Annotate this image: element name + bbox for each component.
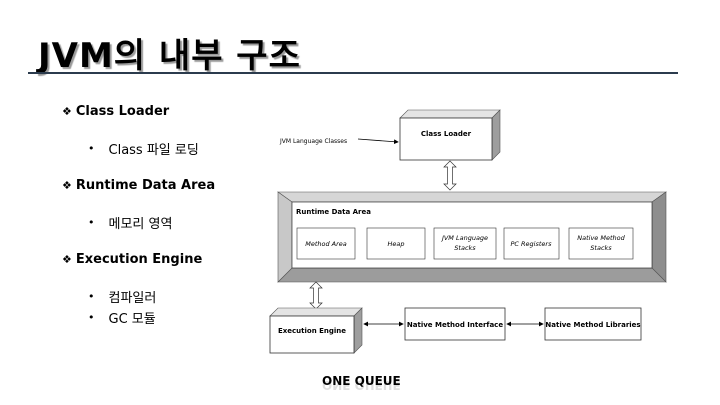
runtime-data-area-label: Runtime Data Area [296,208,371,216]
input-arrow [357,138,399,145]
svg-text:JVM Language: JVM Language [440,234,488,242]
jvm-language-classes-label: JVM Language Classes [279,138,347,145]
native-method-libraries-label: Native Method Libraries [545,321,640,329]
diamond-bullet-icon: ❖ [62,105,72,118]
title-divider [28,72,678,74]
diamond-bullet-icon: ❖ [62,253,72,266]
double-arrow-icon [443,160,457,191]
dot-bullet-icon: • [88,216,95,229]
dot-bullet-icon: • [88,311,95,324]
bullet-list: ❖ Class Loader • Class 파일 로딩 ❖ Runtime D… [62,104,272,347]
native-method-libraries-box: Native Method Libraries [544,307,642,341]
svg-text:PC Registers: PC Registers [511,240,553,248]
memory-cell-native-method-stacks: Native Method Stacks [568,227,634,260]
bullet-item: • Class 파일 로딩 [88,142,199,158]
section-heading-execution-engine: ❖ Execution Engine [62,252,203,267]
memory-cell-heap: Heap [366,227,426,260]
class-loader-label: Class Loader [421,130,472,138]
svg-text:Method Area: Method Area [305,240,347,248]
dot-bullet-icon: • [88,290,95,303]
bullet-item: • 컴파일러 [88,290,157,306]
svg-text:Stacks: Stacks [454,244,476,252]
execution-engine-label: Execution Engine [278,327,346,335]
svg-text:Stacks: Stacks [590,244,612,252]
bullet-item: • 메모리 영역 [88,216,173,232]
svg-text:Heap: Heap [388,240,405,248]
section-heading-runtime-data-area: ❖ Runtime Data Area [62,178,216,193]
svg-text:Native Method: Native Method [577,234,625,242]
section-heading-class-loader: ❖ Class Loader [62,104,170,119]
footer-label: ONE QUEUE [322,374,401,388]
native-method-interface-label: Native Method Interface [407,321,503,329]
native-method-interface-box: Native Method Interface [404,307,506,341]
bullet-item: • GC 모듈 [88,311,156,327]
class-loader-box: Class Loader [399,109,501,161]
execution-engine-box: Execution Engine [269,307,363,354]
memory-cell-jvm-language-stacks: JVM Language Stacks [433,227,497,260]
diamond-bullet-icon: ❖ [62,179,72,192]
dot-bullet-icon: • [88,142,95,155]
page-title: JVM의 내부 구조 [38,36,301,76]
footer-reflection: ONE QUEUE [322,378,401,392]
double-arrow-icon [309,281,323,310]
memory-cell-pc-registers: PC Registers [503,227,560,260]
memory-cell-method-area: Method Area [296,227,356,260]
